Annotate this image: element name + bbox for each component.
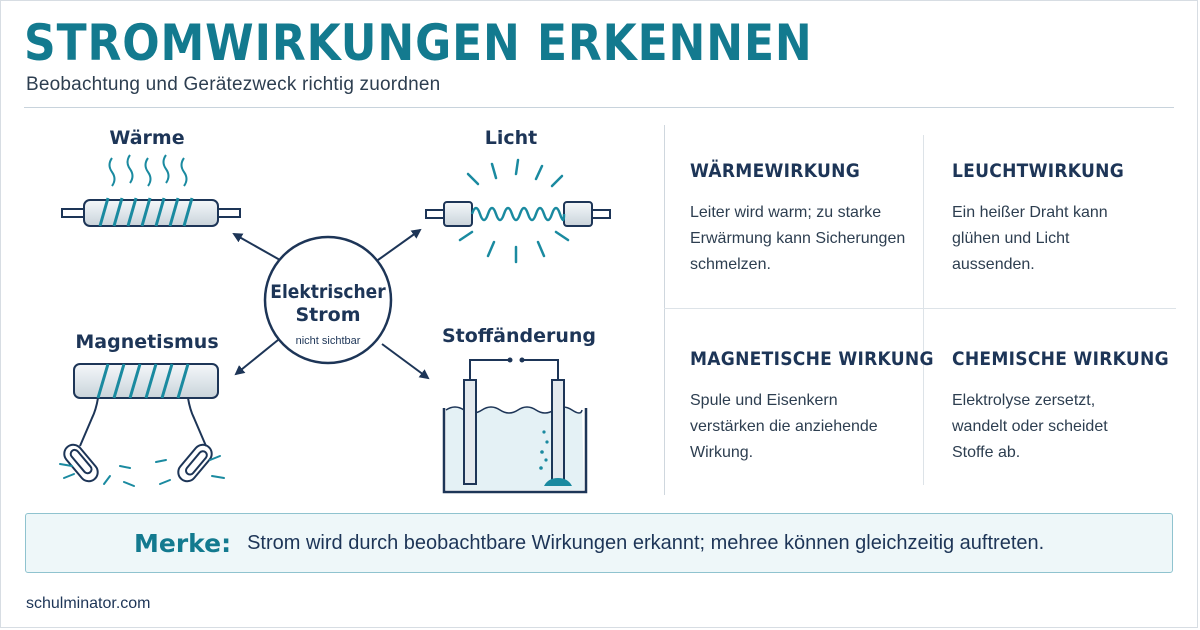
effect-desc-light-line2: glühen und Licht	[952, 230, 1070, 247]
effect-title-magnetic: MAGNETISCHE WIRKUNG	[690, 348, 934, 370]
footer-site[interactable]: schulminator.com	[26, 595, 151, 612]
effect-desc-heat-line2: Erwärmung kann Sicherungen	[690, 230, 906, 247]
light-panel: Licht	[425, 127, 611, 264]
chemical-label: Stoffänderung	[442, 325, 596, 347]
effect-desc-magnetic-line2: verstärken die anziehende	[690, 418, 878, 435]
effect-desc-chemical-line3: Stoffe ab.	[952, 444, 1021, 461]
arrow-to-heat	[232, 233, 281, 261]
light-bulb-coil-icon	[425, 201, 611, 227]
heating-resistor-icon	[61, 197, 241, 227]
light-rays-icon	[458, 158, 570, 264]
heat-label: Wärme	[109, 127, 184, 149]
effect-desc-magnetic-line1: Spule und Eisenkern	[690, 392, 838, 409]
magnetic-field-lines-icon	[59, 455, 225, 487]
effect-title-heat: WÄRMEWIRKUNG	[690, 160, 861, 182]
gas-bubbles-icon	[539, 430, 549, 470]
page-title: STROMWIRKUNGEN ERKENNEN	[24, 14, 813, 72]
deposit-icon	[544, 478, 572, 486]
header-divider	[24, 107, 1174, 108]
effect-desc-heat-line3: schmelzen.	[690, 256, 771, 273]
central-current-node: Elektrischer Strom nicht sichtbar	[263, 235, 393, 365]
chemical-panel: Stoffänderung	[442, 325, 596, 494]
remember-label: Merke:	[134, 528, 232, 558]
electrolysis-beaker-icon	[442, 357, 588, 494]
remember-text: Strom wird durch beobachtbare Wirkungen …	[247, 531, 1045, 554]
effect-desc-magnetic-line3: Wirkung.	[690, 444, 754, 461]
effect-desc-chemical: Elektrolyse zersetzt, wandelt oder schei…	[952, 388, 1192, 466]
center-note: nicht sichtbar	[296, 335, 361, 347]
center-title-line2: Strom	[296, 304, 361, 326]
arrow-to-chemical	[381, 343, 430, 380]
center-title-line1: Elektrischer	[270, 281, 386, 303]
panel-divider	[664, 125, 665, 495]
page-subtitle: Beobachtung und Gerätezweck richtig zuor…	[26, 74, 441, 95]
cell-divider-vertical	[923, 135, 924, 485]
effect-desc-heat-line1: Leiter wird warm; zu starke	[690, 204, 882, 221]
effect-title-chemical: CHEMISCHE WIRKUNG	[952, 348, 1169, 370]
effect-card-heat: WÄRMEWIRKUNG Leiter wird warm; zu starke…	[690, 160, 930, 278]
paperclip-icon	[63, 443, 213, 483]
magnetism-panel: Magnetismus	[59, 331, 225, 487]
arrow-to-light	[377, 228, 422, 261]
effect-desc-light-line3: aussenden.	[952, 256, 1035, 273]
effect-desc-heat: Leiter wird warm; zu starke Erwärmung ka…	[690, 200, 930, 278]
heat-waves-icon	[108, 154, 188, 187]
heat-panel: Wärme	[61, 127, 241, 227]
effect-arrows	[232, 228, 430, 380]
light-label: Licht	[485, 127, 538, 149]
effect-card-magnetic: MAGNETISCHE WIRKUNG Spule und Eisenkern …	[690, 348, 934, 466]
remember-box: Merke: Strom wird durch beobachtbare Wir…	[25, 513, 1173, 573]
cell-divider-horizontal	[664, 308, 1176, 309]
effect-card-light: LEUCHTWIRKUNG Ein heißer Draht kann glüh…	[952, 160, 1192, 278]
effect-desc-light-line1: Ein heißer Draht kann	[952, 204, 1108, 221]
effect-desc-magnetic: Spule und Eisenkern verstärken die anzie…	[690, 388, 930, 466]
magnetism-label: Magnetismus	[75, 331, 218, 353]
effect-title-light: LEUCHTWIRKUNG	[952, 160, 1125, 182]
current-effects-diagram: Wärme Licht	[59, 127, 611, 494]
arrow-to-magnetism	[234, 339, 279, 376]
effect-desc-chemical-line2: wandelt oder scheidet	[952, 418, 1108, 435]
effect-desc-chemical-line1: Elektrolyse zersetzt,	[952, 392, 1096, 409]
effect-card-chemical: CHEMISCHE WIRKUNG Elektrolyse zersetzt, …	[952, 348, 1192, 466]
electromagnet-coil-icon	[73, 363, 219, 447]
effect-desc-light: Ein heißer Draht kann glühen und Licht a…	[952, 200, 1192, 278]
